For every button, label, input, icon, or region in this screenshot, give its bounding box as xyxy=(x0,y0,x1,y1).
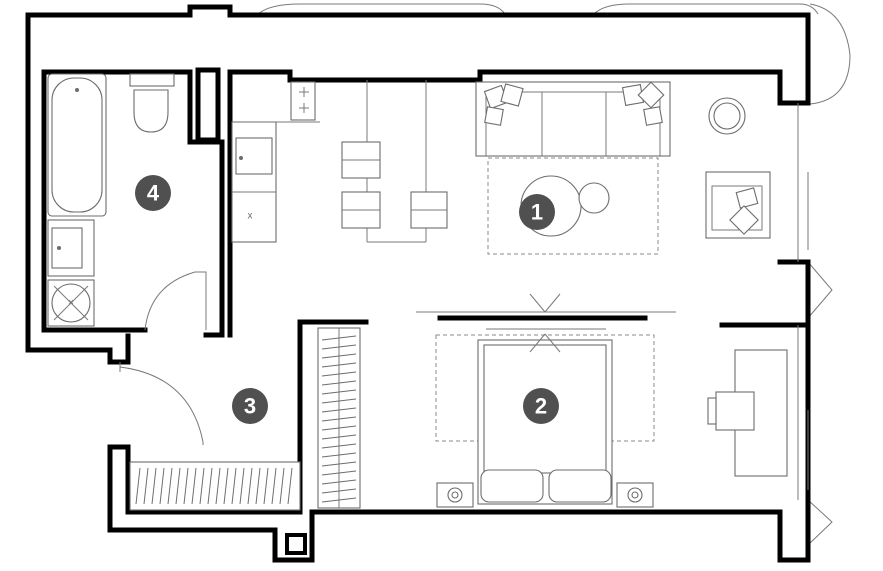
pillow xyxy=(480,469,544,503)
balconies xyxy=(257,3,851,546)
hanger-line xyxy=(263,467,269,505)
svg-text:2: 2 xyxy=(535,394,547,419)
hanger-line xyxy=(321,443,357,449)
toilet-tank xyxy=(129,73,175,87)
hanger-line xyxy=(215,467,221,505)
hanger-line xyxy=(321,470,357,476)
hanger-line xyxy=(255,467,261,505)
hanger-line xyxy=(321,479,357,485)
room-badge-2: 2 xyxy=(523,388,559,424)
kitchen-sink xyxy=(235,137,273,175)
hanger-line xyxy=(247,467,253,505)
cooktop xyxy=(290,81,316,121)
desk-chair xyxy=(715,391,755,431)
hanger-rack xyxy=(135,467,293,505)
side-table xyxy=(578,182,610,214)
hanger-line xyxy=(191,467,197,505)
hanger-line xyxy=(175,467,181,505)
svg-text:4: 4 xyxy=(147,181,160,206)
svg-text:1: 1 xyxy=(531,200,543,225)
hanger-line xyxy=(183,467,189,505)
hanger-line xyxy=(321,407,357,413)
hanger-line xyxy=(135,467,141,505)
hanger-line xyxy=(321,398,357,404)
hanger-line xyxy=(159,467,165,505)
bedroom xyxy=(317,327,788,509)
hanger-line xyxy=(199,467,205,505)
dishwasher-mark: x xyxy=(248,211,253,222)
hanger-line xyxy=(287,467,293,505)
hanger-line xyxy=(239,467,245,505)
hanger-line xyxy=(167,467,173,505)
hanger-line xyxy=(321,488,357,494)
hanger-line xyxy=(223,467,229,505)
hanger-line xyxy=(271,467,277,505)
toilet xyxy=(133,89,169,133)
cushion-icon xyxy=(483,83,524,126)
drain-icon xyxy=(75,88,79,92)
hanger-line xyxy=(321,371,357,377)
hanger-line xyxy=(321,461,357,467)
hanger-line xyxy=(151,467,157,505)
bedroom-rug xyxy=(435,334,655,442)
hanger-rack xyxy=(321,335,357,503)
hanger-line xyxy=(321,434,357,440)
hanger-line xyxy=(321,344,357,350)
hanger-line xyxy=(321,497,357,503)
hanger-line xyxy=(231,467,237,505)
kitchen-living: x xyxy=(231,80,771,313)
cushion-icon xyxy=(621,81,665,126)
hanger-line xyxy=(321,353,357,359)
entry-door-swing xyxy=(119,366,204,445)
hanger-line xyxy=(207,467,213,505)
hanger-line xyxy=(321,380,357,386)
hanger-line xyxy=(321,389,357,395)
room-badge-3: 3 xyxy=(232,388,268,424)
desk xyxy=(734,349,788,477)
room-badge-1: 1 xyxy=(519,194,555,230)
pillow xyxy=(548,469,612,503)
hanger-line xyxy=(321,416,357,422)
sink xyxy=(51,227,83,269)
hallway xyxy=(119,362,301,511)
bathroom-door-swing xyxy=(144,271,207,331)
hanger-line xyxy=(321,425,357,431)
nightstand xyxy=(436,482,474,508)
bathroom: × xyxy=(47,73,207,331)
hanger-line xyxy=(143,467,149,505)
hanger-line xyxy=(321,335,357,341)
closet xyxy=(129,461,301,511)
hanger-line xyxy=(321,362,357,368)
hanger-line xyxy=(279,467,285,505)
room-badge-4: 4 xyxy=(135,175,171,211)
hanger-line xyxy=(321,452,357,458)
living-rug xyxy=(487,157,659,255)
svg-text:3: 3 xyxy=(244,394,256,419)
walls xyxy=(25,4,811,563)
